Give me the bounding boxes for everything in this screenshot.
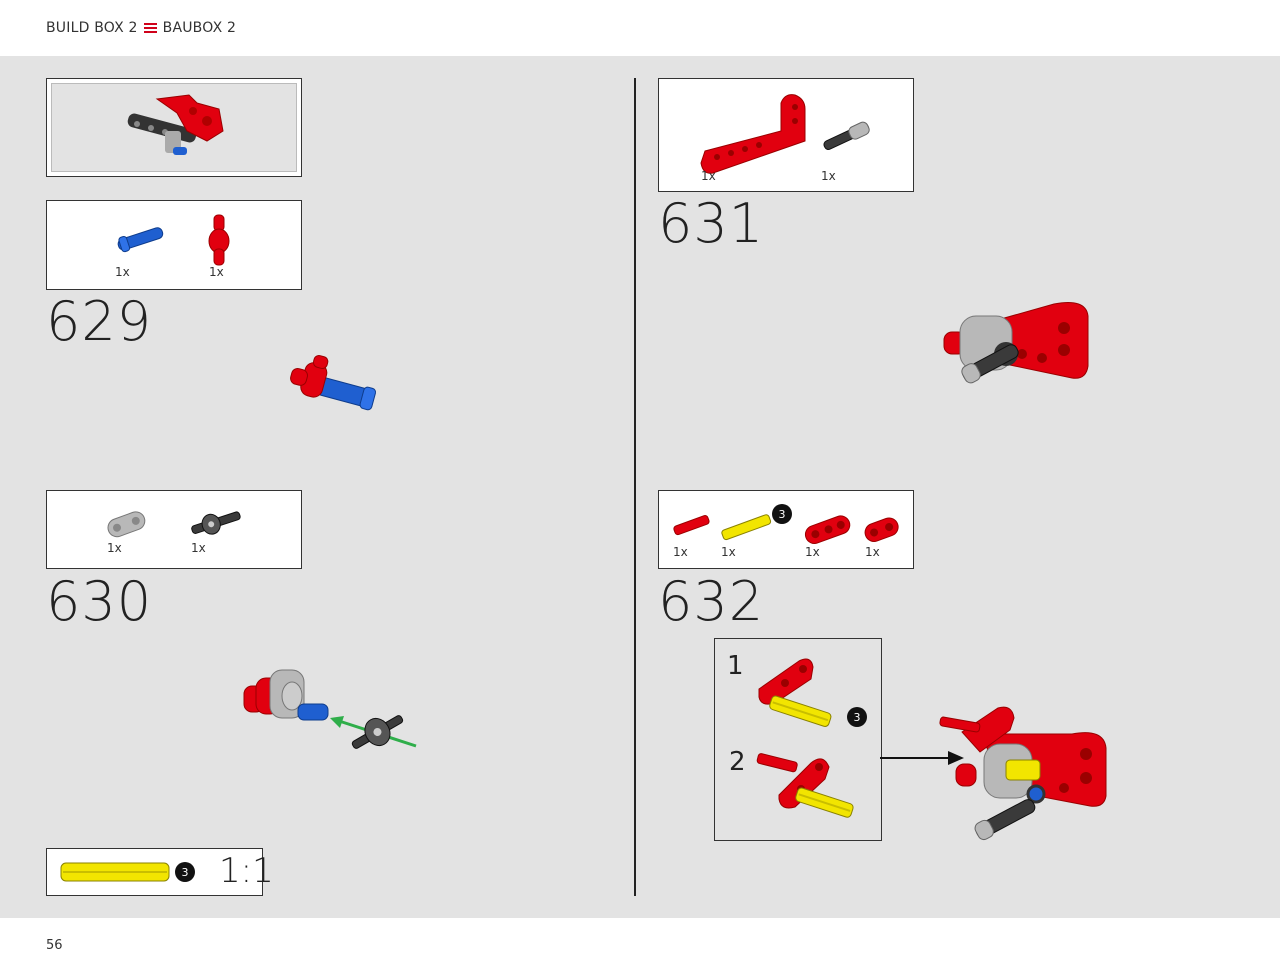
page-header: BUILD BOX 2 BAUBOX 2 — [0, 0, 1280, 56]
page-number: 56 — [46, 938, 63, 953]
grey-beam-icon — [107, 511, 146, 538]
yellow-axle-icon — [721, 514, 772, 541]
grey-pin-icon — [823, 121, 870, 150]
substep-number: 1 — [727, 651, 744, 681]
header-right-title: BAUBOX 2 — [162, 20, 237, 36]
page-footer: 56 — [0, 918, 1280, 974]
step-number: 630 — [46, 570, 153, 633]
dark-axle-connector-icon — [191, 511, 241, 535]
step-631-parts-box: 1x 1x — [658, 78, 914, 192]
red-beam-icon — [804, 515, 851, 545]
callout-arrow-icon — [880, 751, 964, 765]
header-left-title: BUILD BOX 2 — [46, 20, 138, 36]
part-qty: 1x — [673, 545, 688, 559]
step-629-parts-box: 1x 1x — [46, 200, 302, 290]
step-number: 632 — [658, 570, 765, 633]
red-small-beam-icon — [864, 517, 899, 542]
part-qty: 1x — [115, 265, 130, 279]
yellow-axle-icon — [60, 862, 170, 882]
length-badge: 3 — [772, 504, 792, 524]
red-connector-icon — [208, 214, 230, 266]
step-632-parts-box: 3 1x 1x 1x 1x — [658, 490, 914, 569]
scale-ratio: 1:1 — [219, 851, 274, 891]
red-l-beam-icon — [700, 94, 806, 174]
part-qty: 1x — [191, 541, 206, 555]
step-632-assembly-icon — [939, 706, 1107, 841]
blue-pin-icon — [117, 227, 164, 253]
page-divider — [634, 78, 636, 896]
step-number: 631 — [658, 192, 765, 255]
part-qty: 1x — [209, 265, 224, 279]
scale-box: 3 1:1 — [46, 848, 274, 896]
step-630-assembly-icon — [243, 669, 417, 749]
menu-icon — [143, 23, 157, 33]
substep-number: 2 — [729, 747, 746, 777]
part-qty: 1x — [805, 545, 820, 559]
step-630-parts-box: 1x 1x — [46, 490, 302, 569]
step-631-assembly-icon — [943, 302, 1089, 384]
step-632-callout-box: 1 3 2 — [714, 638, 882, 841]
step-629-assembly-icon — [290, 355, 377, 411]
step-number: 629 — [46, 290, 153, 353]
header-title: BUILD BOX 2 BAUBOX 2 — [46, 20, 236, 36]
part-qty: 1x — [865, 545, 880, 559]
red-axle-icon — [673, 515, 710, 536]
part-qty: 1x — [721, 545, 736, 559]
substep-1-assembly-icon — [758, 658, 832, 727]
length-badge: 3 — [175, 862, 195, 882]
part-qty: 1x — [701, 169, 716, 183]
length-badge: 3 — [847, 707, 867, 727]
part-qty: 1x — [107, 541, 122, 555]
part-qty: 1x — [821, 169, 836, 183]
subassembly-preview-icon — [127, 94, 224, 155]
subassembly-preview-box — [46, 78, 302, 177]
substep-2-assembly-icon — [756, 753, 854, 818]
